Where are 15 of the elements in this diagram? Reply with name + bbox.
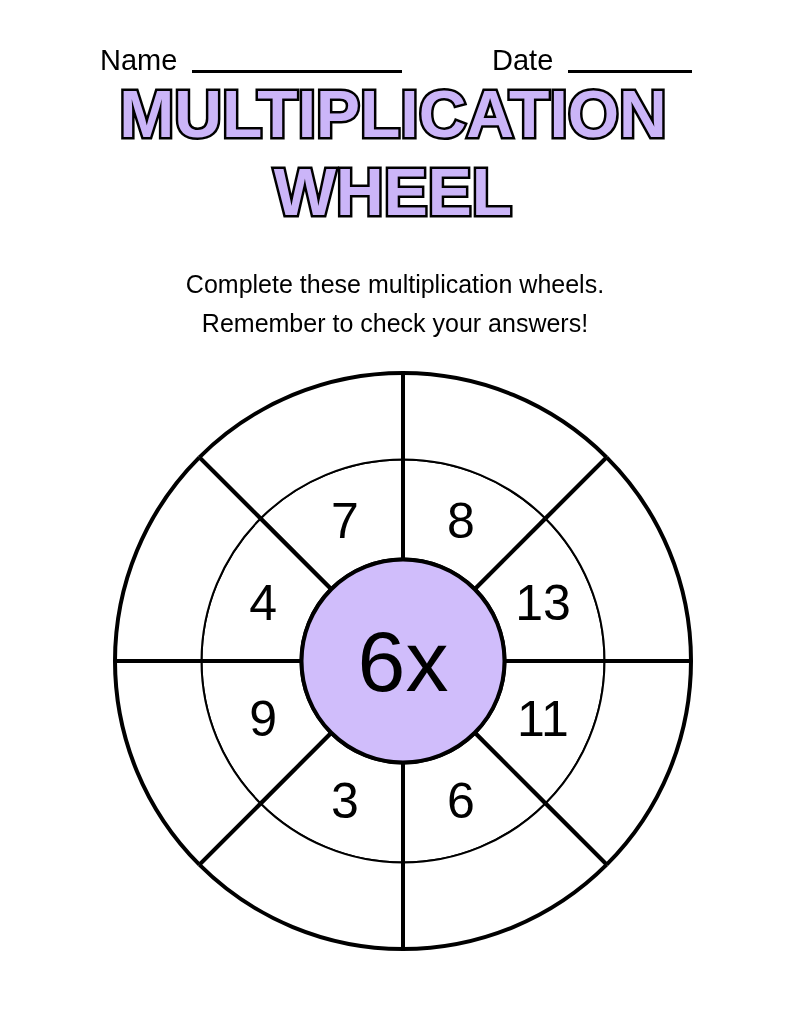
date-label: Date xyxy=(492,46,554,75)
factor-number: 6 xyxy=(447,775,475,826)
factor-segment xyxy=(200,517,333,663)
multiplier-label: 6x xyxy=(357,618,449,704)
factor-number: 13 xyxy=(515,578,571,628)
factor-number: 7 xyxy=(331,496,359,547)
instructions: Complete these multiplication wheels. Remember to check your answers! xyxy=(184,269,606,339)
worksheet-title: MULTIPLICATION WHEEL xyxy=(118,76,668,231)
factor-number: 8 xyxy=(447,496,475,547)
multiplier-circle xyxy=(299,557,507,765)
factor-number: 11 xyxy=(517,693,569,744)
name-label: Name xyxy=(100,46,178,75)
factor-number: 3 xyxy=(331,775,359,826)
factor-number: 4 xyxy=(249,578,277,628)
factor-number: 9 xyxy=(249,693,277,744)
